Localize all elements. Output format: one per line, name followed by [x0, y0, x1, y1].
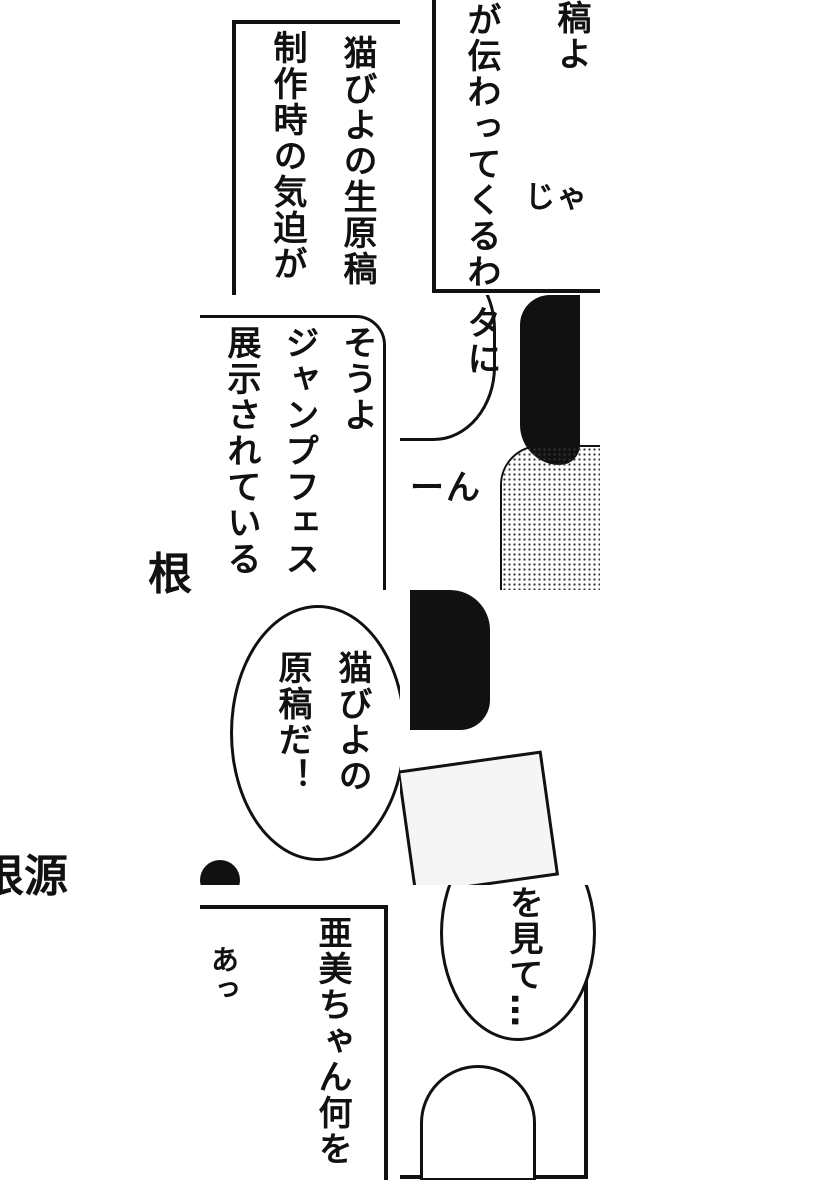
narration-box: [232, 20, 400, 295]
speech-line-2: が伝わってくるわ: [461, 2, 501, 290]
speech-line-2: ジャンプフェス: [279, 325, 319, 577]
manuscript-page: [400, 750, 560, 885]
manga-tile-r2c1: そうよ ジャンプフェス 展示されている: [200, 295, 400, 590]
panel-frame: [200, 905, 388, 1180]
speech-line-1: そうよ: [337, 325, 377, 433]
speech-line-2: ーん: [410, 468, 482, 508]
speech-line-1: 猫びよの: [332, 650, 372, 794]
speech-line-1: タに: [461, 305, 501, 377]
hair-shape: [200, 860, 240, 885]
manga-tile-r1c1: 猫びよの生原稿 制作時の気迫が: [200, 0, 400, 295]
manga-tile-r3c1: 猫びよの 原稿だ！: [200, 590, 400, 885]
manga-tile-r3c2: [400, 590, 600, 885]
speech-line-2: あっ: [207, 945, 240, 1005]
speech-bubble: [230, 605, 400, 861]
manga-tile-r4c2: を見て…: [400, 885, 600, 1180]
character-sweater: [500, 445, 600, 590]
manga-tile-r4c1: 亜美ちゃん何を あっ: [200, 885, 400, 1180]
narration-line-2: 制作時の気迫が: [267, 30, 307, 282]
manga-tile-r2c2: タに ーん: [400, 295, 600, 590]
manga-tile-r1c2: 稿よ が伝わってくるわ じゃ: [400, 0, 600, 295]
speech-line-3: じゃ: [525, 180, 589, 215]
speech-line-2: 原稿だ！: [272, 650, 312, 794]
character-head: [420, 1065, 536, 1180]
speech-bubble: [200, 315, 386, 590]
narration-line-1: 猫びよの生原稿: [337, 35, 377, 287]
panel-frame: [432, 0, 600, 293]
stray-text-2: 根源: [0, 851, 68, 902]
character-hair: [520, 295, 580, 465]
speech-line-3: 展示されている: [221, 325, 261, 577]
stray-text-1: 根: [148, 549, 192, 600]
speech-line-1: を見て…: [503, 885, 543, 1029]
character-hair: [410, 590, 490, 730]
speech-line-1: 亜美ちゃん何を: [312, 915, 352, 1167]
speech-line-1: 稿よ: [551, 0, 591, 72]
